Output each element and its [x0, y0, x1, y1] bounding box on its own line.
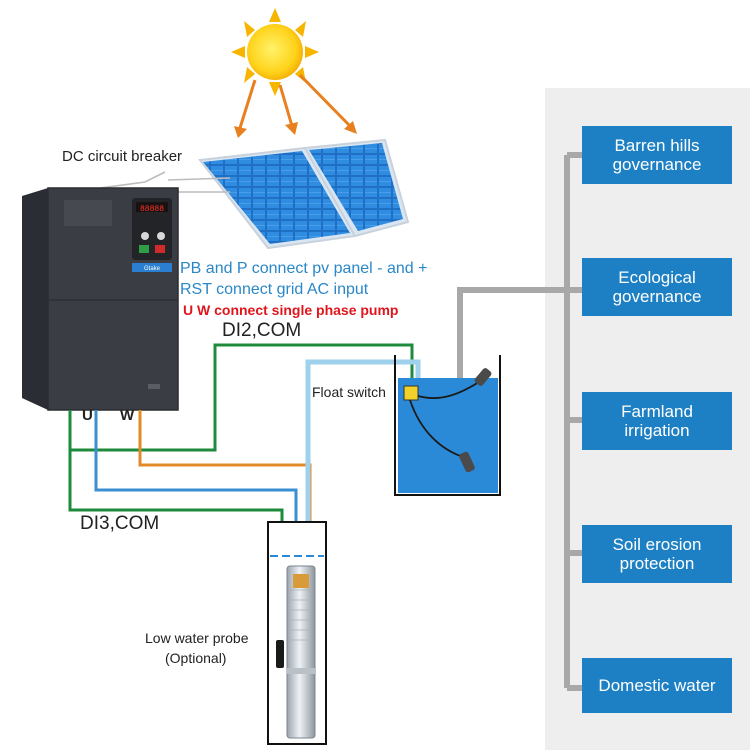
- grid-connection-label: RST connect grid AC input: [180, 281, 369, 298]
- wire-u-blue: [94, 410, 298, 560]
- tank-to-applications-pipe: [457, 287, 582, 382]
- di2-com-label: DI2,COM: [222, 320, 302, 341]
- terminal-u-label: U: [82, 407, 93, 424]
- application-box: Barren hills governance: [582, 126, 732, 184]
- pump-connection-label: U W connect single phase pump: [183, 302, 399, 318]
- application-label: Ecological governance: [612, 268, 702, 306]
- di3-com-label: DI3,COM: [80, 513, 160, 534]
- low-water-probe-label: Low water probe: [145, 630, 249, 646]
- terminal-w-label: W: [120, 407, 135, 424]
- vfd-brand-label: Gtake: [144, 266, 161, 272]
- application-box: Domestic water: [582, 658, 732, 713]
- pv-connection-label: PB and P connect pv panel - and +: [180, 260, 428, 277]
- sun-icon: [231, 8, 319, 96]
- application-label: Domestic water: [598, 676, 716, 695]
- application-box: Farmland irrigation: [582, 392, 732, 450]
- svg-text:88888: 88888: [140, 205, 164, 214]
- application-box: Ecological governance: [582, 258, 732, 316]
- application-box: Soil erosion protection: [582, 525, 732, 583]
- application-label: Barren hills governance: [612, 136, 702, 174]
- pipe-lightblue: [305, 359, 421, 562]
- low-water-probe-optional-label: (Optional): [165, 650, 227, 666]
- submersible-pump: [286, 565, 316, 739]
- float-switch-label: Float switch: [312, 384, 386, 400]
- water-tank: [394, 355, 501, 496]
- low-water-probe: [276, 640, 284, 668]
- dc-breaker-label: DC circuit breaker: [62, 148, 183, 165]
- sun-ray-arrows: [234, 73, 357, 138]
- solar-panel: [198, 138, 410, 250]
- wire-di2-green: [68, 343, 414, 452]
- vfd-inverter: 88888: [22, 187, 179, 411]
- application-label: Soil erosion protection: [612, 535, 702, 573]
- application-label: Farmland irrigation: [621, 402, 693, 440]
